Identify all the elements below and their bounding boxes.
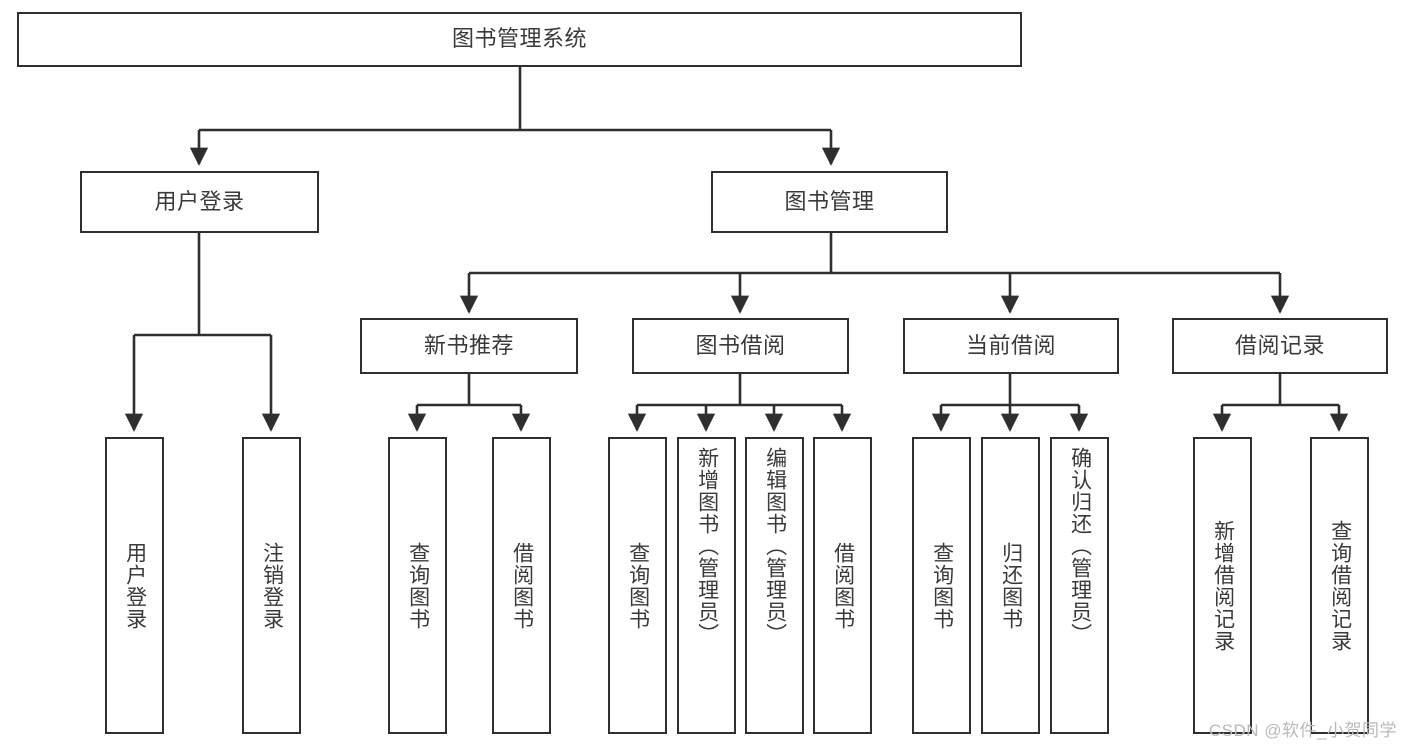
node-leaf-borrow-book-1-label: 借阅图书 xyxy=(510,541,534,630)
node-book-borrow[interactable]: 图书借阅 xyxy=(632,318,849,374)
node-leaf-add-book[interactable]: 新增图书（管理员） xyxy=(677,437,736,734)
node-leaf-user-login[interactable]: 用户登录 xyxy=(105,437,164,734)
node-leaf-query-record[interactable]: 查询借阅记录 xyxy=(1310,437,1369,734)
node-borrow-record-label: 借阅记录 xyxy=(1234,332,1325,358)
node-leaf-borrow-book-2[interactable]: 借阅图书 xyxy=(813,437,872,734)
node-leaf-query-record-label: 查询借阅记录 xyxy=(1328,519,1352,652)
node-leaf-user-login-label: 用户登录 xyxy=(123,541,147,630)
node-leaf-query-book-3[interactable]: 查询图书 xyxy=(912,437,971,734)
node-leaf-query-book-2-label: 查询图书 xyxy=(626,541,650,630)
node-current-borrow-label: 当前借阅 xyxy=(965,332,1056,358)
node-user-login-label: 用户登录 xyxy=(154,188,245,214)
node-leaf-confirm-return[interactable]: 确认归还（管理员） xyxy=(1050,437,1109,734)
node-leaf-edit-book[interactable]: 编辑图书（管理员） xyxy=(745,437,804,734)
csdn-watermark: CSDN @软件_小贺同学 xyxy=(1208,721,1397,740)
node-leaf-logout-label: 注销登录 xyxy=(260,541,284,630)
node-leaf-confirm-return-label: 确认归还（管理员） xyxy=(1068,447,1092,645)
node-leaf-logout[interactable]: 注销登录 xyxy=(242,437,301,734)
node-new-book-rec-label: 新书推荐 xyxy=(423,332,514,358)
node-root[interactable]: 图书管理系统 xyxy=(17,12,1022,67)
node-new-book-rec[interactable]: 新书推荐 xyxy=(360,318,578,374)
node-book-manage-label: 图书管理 xyxy=(784,188,875,214)
node-current-borrow[interactable]: 当前借阅 xyxy=(903,318,1119,374)
node-leaf-return-book-label: 归还图书 xyxy=(999,541,1023,630)
node-leaf-return-book[interactable]: 归还图书 xyxy=(981,437,1040,734)
node-borrow-record[interactable]: 借阅记录 xyxy=(1172,318,1388,374)
node-leaf-borrow-book-2-label: 借阅图书 xyxy=(831,541,855,630)
node-leaf-query-book-2[interactable]: 查询图书 xyxy=(608,437,667,734)
node-leaf-query-book-3-label: 查询图书 xyxy=(930,541,954,630)
node-root-label: 图书管理系统 xyxy=(451,26,587,52)
node-book-manage[interactable]: 图书管理 xyxy=(711,171,948,233)
node-leaf-borrow-book-1[interactable]: 借阅图书 xyxy=(492,437,551,734)
node-leaf-query-book-1[interactable]: 查询图书 xyxy=(388,437,447,734)
node-leaf-edit-book-label: 编辑图书（管理员） xyxy=(763,447,787,645)
node-user-login[interactable]: 用户登录 xyxy=(80,171,319,233)
node-leaf-query-book-1-label: 查询图书 xyxy=(406,541,430,630)
node-book-borrow-label: 图书借阅 xyxy=(695,332,786,358)
node-leaf-add-record[interactable]: 新增借阅记录 xyxy=(1193,437,1252,734)
node-leaf-add-record-label: 新增借阅记录 xyxy=(1211,519,1235,652)
node-leaf-add-book-label: 新增图书（管理员） xyxy=(695,447,719,645)
